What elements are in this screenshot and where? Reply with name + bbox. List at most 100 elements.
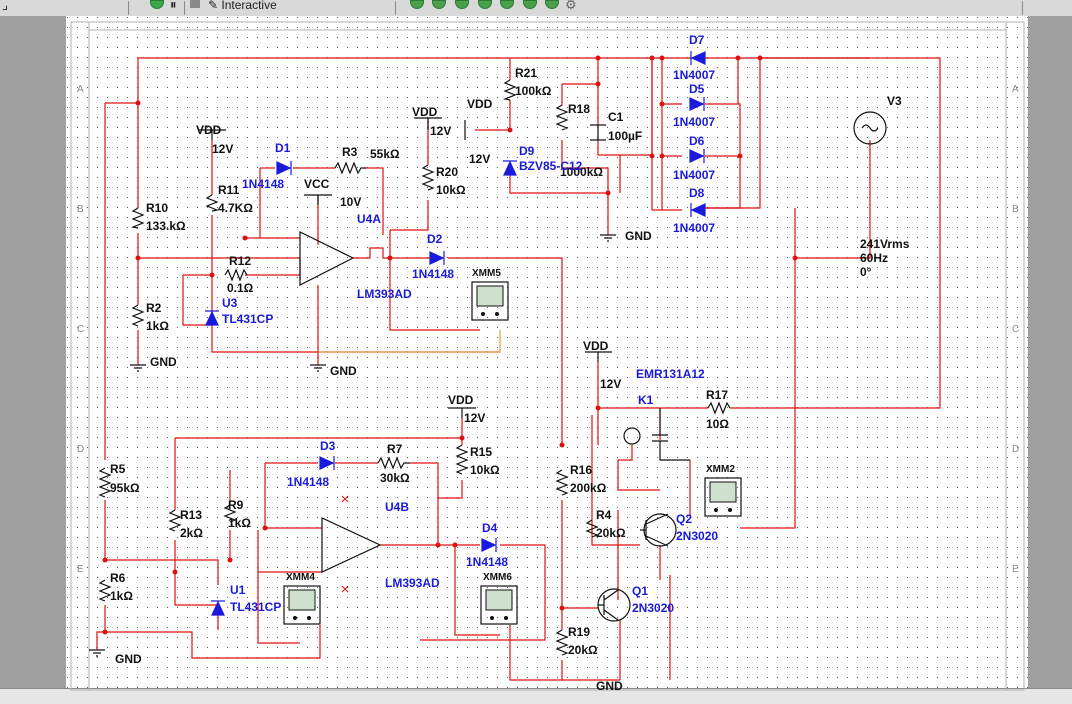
gnd-label: GND (625, 229, 652, 243)
status-bar (0, 688, 1072, 704)
d6-value: 1N4007 (673, 168, 715, 182)
r19-ref: R19 (568, 625, 590, 639)
c1-value: 100µF (608, 129, 642, 143)
r12-ref: R12 (229, 254, 251, 268)
toolbar-separator (128, 1, 129, 15)
r7-symbol (377, 456, 410, 470)
workspace-right-scroll-area[interactable] (1028, 16, 1072, 688)
r20-value: 10kΩ (436, 183, 466, 197)
r16-symbol (555, 469, 569, 496)
svg-text:A: A (1012, 84, 1019, 95)
u4b-opamp-symbol (321, 517, 382, 573)
vdd-label: VDD (448, 393, 474, 407)
d5-value: 1N4007 (673, 115, 715, 129)
mode-label: Interactive (221, 0, 277, 12)
r13-ref: R13 (180, 508, 202, 522)
vdd-voltage: 12V (600, 377, 621, 391)
stop-simulation-icon[interactable] (190, 0, 200, 8)
u3-value: TL431CP (222, 312, 273, 326)
vdd-voltage: 12V (430, 124, 451, 138)
xmm2-multimeter-symbol (704, 477, 742, 517)
gnd-label: GND (330, 364, 357, 378)
d2-ref: D2 (427, 232, 443, 246)
xmm5-multimeter-symbol (471, 281, 509, 321)
r15-ref: R15 (470, 445, 492, 459)
multimeter-faces (288, 285, 737, 611)
d2-value: 1N4148 (412, 267, 454, 281)
vdd-voltage: 12V (212, 142, 233, 156)
r17-symbol (707, 401, 731, 415)
r10-value: 133.kΩ (146, 219, 186, 233)
q1-value: 2N3020 (632, 601, 674, 615)
k1-coil-symbol (623, 427, 641, 445)
d3-ref: D3 (320, 439, 336, 453)
c1-ref: C1 (608, 110, 624, 124)
probe-tool-6-icon[interactable] (523, 0, 537, 9)
r12-symbol (224, 268, 248, 282)
settings-gear-icon[interactable]: ⚙ (565, 0, 577, 12)
svg-text:B: B (77, 204, 84, 215)
d8-diode-symbol (690, 203, 706, 217)
r19-value: 20kΩ (568, 643, 598, 657)
vdd-voltage: 12V (469, 152, 490, 166)
run-simulation-icon[interactable] (150, 0, 164, 9)
vcc-voltage: 10V (340, 195, 361, 209)
vcc-label: VCC (304, 177, 330, 191)
probe-tool-3-icon[interactable] (455, 0, 469, 9)
r21-value: 100kΩ (515, 84, 552, 98)
u3-zener-symbol (205, 310, 219, 326)
r10-symbol (130, 207, 145, 229)
r15-value: 10kΩ (470, 463, 500, 477)
d8-ref: D8 (689, 186, 705, 200)
r3-symbol (334, 161, 366, 175)
row-zone-labels: A B C D E A B C D E (77, 84, 1019, 575)
r3-ref: R3 (342, 145, 358, 159)
svg-text:A: A (77, 84, 84, 95)
r11-symbol (205, 194, 220, 212)
vdd-label: VDD (412, 105, 438, 119)
d1-ref: D1 (275, 141, 291, 155)
probe-tool-2-icon[interactable] (432, 0, 446, 9)
probe-tool-7-icon[interactable] (545, 0, 559, 9)
v3-ref: V3 (887, 94, 902, 108)
u4a-value: LM393AD (357, 287, 412, 301)
multimeter-terminals (293, 312, 732, 620)
d1-value: 1N4148 (242, 177, 284, 191)
vdd-label: VDD (196, 123, 222, 137)
probe-tool-4-icon[interactable] (478, 0, 492, 9)
xmm5-ref: XMM5 (472, 268, 501, 279)
r13-symbol (168, 509, 182, 532)
r5-value: 95kΩ (110, 481, 140, 495)
pause-simulation-icon[interactable]: ⏸ (170, 0, 177, 12)
d4-ref: D4 (482, 521, 498, 535)
svg-text:C: C (1012, 324, 1019, 335)
junctions (102, 55, 798, 635)
probe-tool-1-icon[interactable] (410, 0, 424, 9)
r16-ref: R16 (570, 463, 592, 477)
d3-diode-symbol (319, 456, 335, 470)
q2-ref: Q2 (676, 512, 692, 526)
q1-ref: Q1 (632, 584, 648, 598)
gnd-label: GND (115, 652, 142, 666)
svg-text:E: E (1012, 564, 1019, 575)
d4-diode-symbol (481, 538, 497, 552)
u1-ref: U1 (230, 583, 246, 597)
gnd-symbol (130, 364, 146, 372)
d8-value: 1N4007 (673, 221, 715, 235)
r17-value: 10Ω (706, 417, 729, 431)
r10-ref: R10 (146, 201, 168, 215)
v3-phase: 0° (860, 265, 872, 279)
toolbar-separator (395, 1, 396, 15)
xmm2-ref: XMM2 (706, 464, 735, 475)
probe-tool-5-icon[interactable] (500, 0, 514, 9)
xmm4-ref: XMM4 (286, 572, 315, 583)
r12-value: 0.1Ω (227, 281, 254, 295)
workspace-left-margin (0, 16, 66, 688)
edit-icon: ✎ (208, 0, 219, 12)
mode-selector[interactable]: ✎ Interactive (208, 0, 277, 14)
c1-symbol (590, 124, 606, 141)
vdd-rail-symbol (198, 129, 226, 140)
grid-dots (66, 16, 1028, 688)
r6-value: 1kΩ (110, 589, 133, 603)
